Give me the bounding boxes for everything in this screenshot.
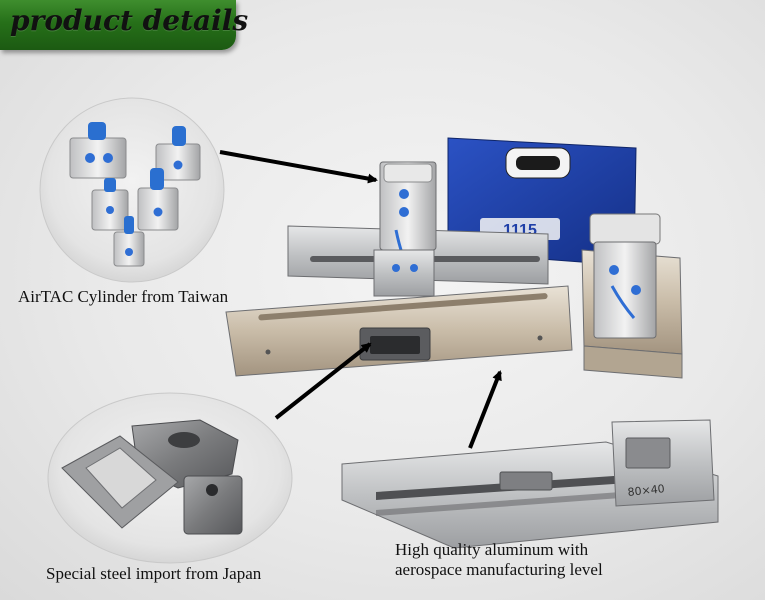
airtac-cylinder-photo <box>39 97 225 283</box>
arrow-to-cylinder <box>219 150 378 184</box>
product-details-banner: product details <box>0 0 248 50</box>
caption-aluminum: High quality aluminum with aerospace man… <box>395 540 603 580</box>
arrow-to-aluminum <box>468 370 502 449</box>
banner-title: product details <box>10 4 249 37</box>
caption-airtac-cylinder: AirTAC Cylinder from Taiwan <box>18 287 229 306</box>
die-marking: 80×40 <box>627 482 665 499</box>
right-cylinder-assembly <box>581 213 683 379</box>
die-assembly <box>225 161 573 377</box>
caption-special-steel: Special steel import from Japan <box>46 564 262 583</box>
arrow-to-steel-insert <box>274 342 372 420</box>
caption-aluminum-line2: aerospace manufacturing level <box>395 560 603 579</box>
caption-aluminum-line1: High quality aluminum with <box>395 540 589 559</box>
special-steel-photo <box>47 392 293 564</box>
aluminum-die-block: 80×40 <box>341 419 719 549</box>
